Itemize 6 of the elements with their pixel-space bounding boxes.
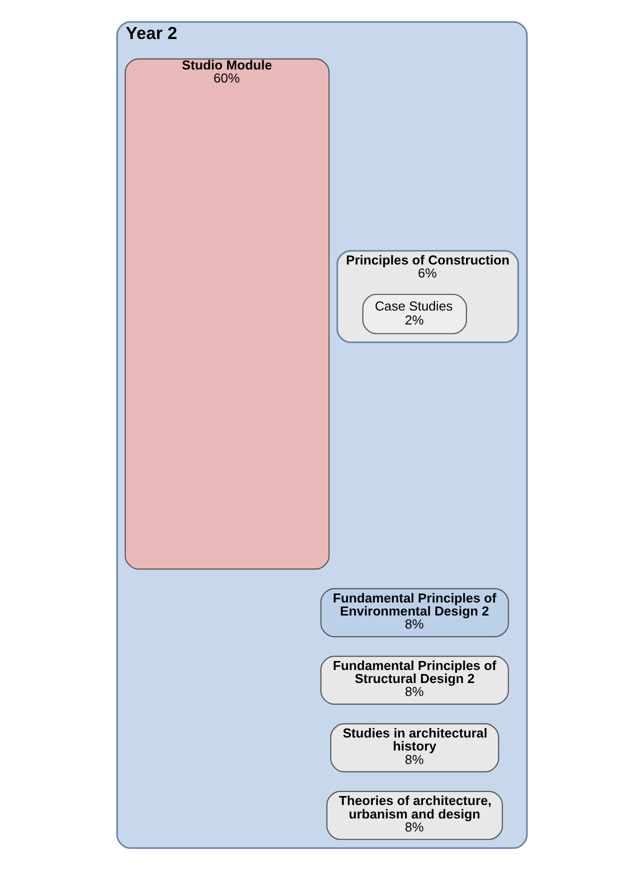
node-box: Theories of architecture, urbanism and design 8% xyxy=(326,790,503,840)
node-box: Fundamental Principles of Environmental Design 2 8% xyxy=(320,588,509,638)
node-box: Studio Module 60% xyxy=(124,58,330,570)
node-box: Case Studies 2% xyxy=(362,294,467,334)
node-box: Studies in architectural history 8% xyxy=(330,723,500,772)
node-box: Fundamental Principles of Structural Design 2 8% xyxy=(320,656,509,705)
